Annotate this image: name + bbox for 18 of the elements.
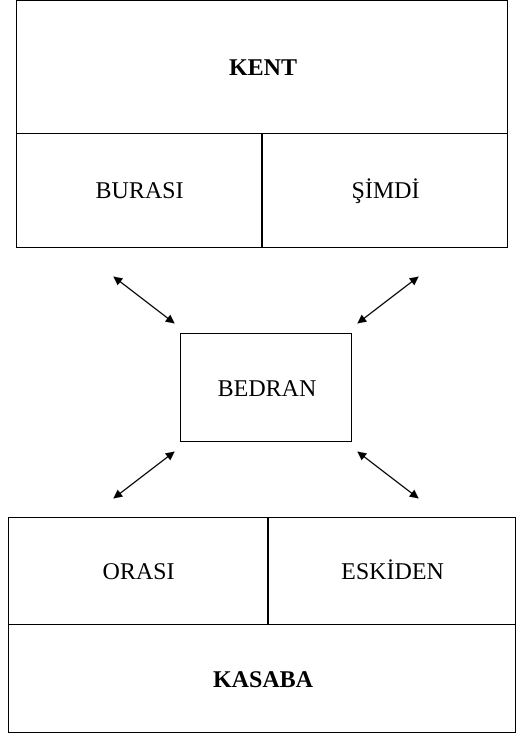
cell-text: ESKİDEN [341, 558, 444, 586]
process-box [180, 333, 352, 442]
table-cell [262, 132, 508, 248]
table-box [8, 517, 516, 733]
cell-text: ORASI [102, 558, 174, 586]
table-cell [16, 132, 262, 248]
cell-text: BURASI [95, 177, 184, 206]
double-arrow [113, 276, 175, 324]
cell-text: BEDRAN [218, 374, 316, 404]
double-arrow [113, 451, 175, 499]
cell-text: ŞİMDİ [351, 177, 420, 206]
double-arrow [357, 451, 419, 499]
table-box [16, 0, 508, 248]
table-cell [8, 516, 268, 624]
table-heading: KASABA [212, 666, 314, 695]
double-arrow [357, 276, 419, 324]
table-heading: KENT [228, 54, 297, 82]
table-cell [268, 516, 516, 624]
